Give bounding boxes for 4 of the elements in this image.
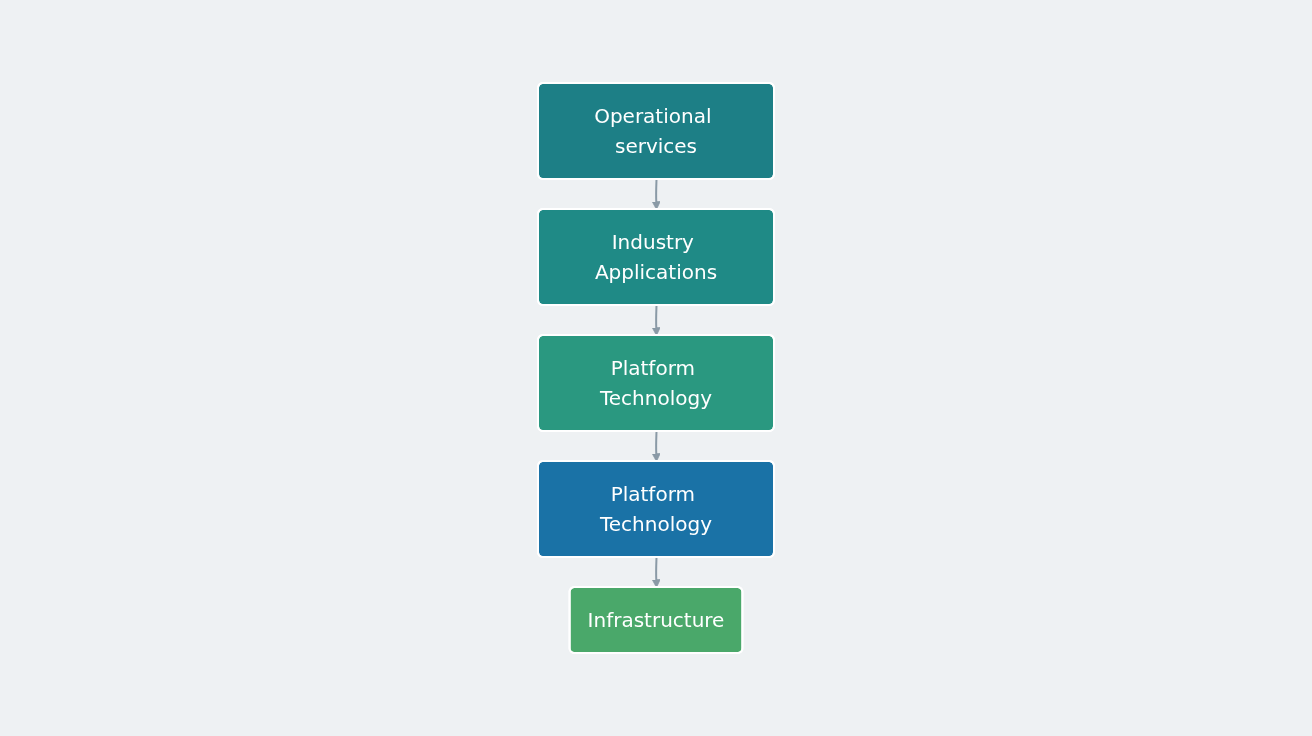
arrow: [651, 304, 661, 336]
arrow: [651, 430, 661, 462]
arrow: [651, 556, 661, 588]
arrow: [651, 178, 661, 210]
